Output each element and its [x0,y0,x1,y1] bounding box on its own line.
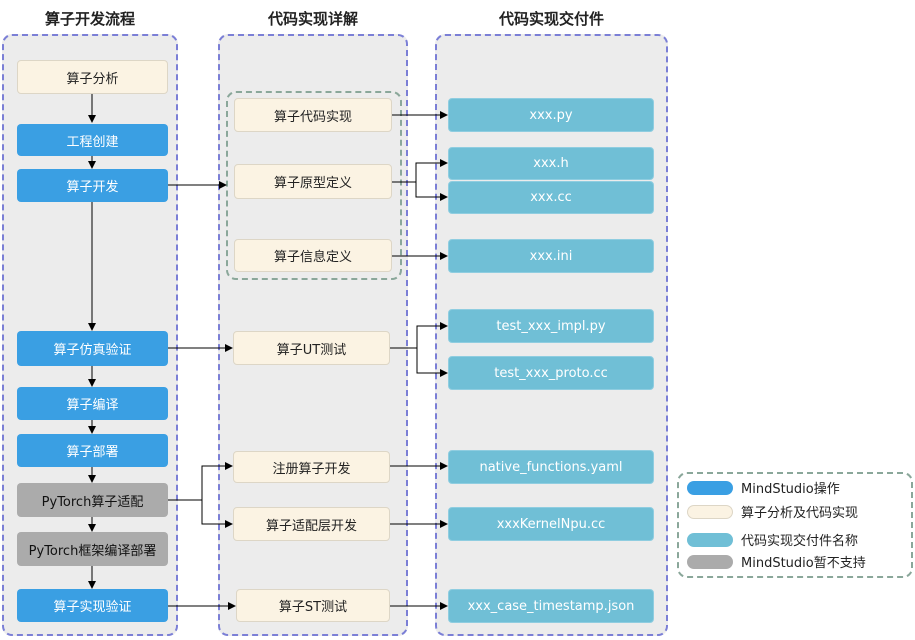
legend-label: MindStudio操作 [741,482,840,497]
impl-ut-test: 算子UT测试 [233,331,390,365]
impl-group [226,91,402,280]
step-analysis: 算子分析 [17,60,168,94]
step-impl-verify: 算子实现验证 [17,589,168,622]
legend-swatch-cream [687,504,733,519]
step-pytorch-adapt: PyTorch算子适配 [17,483,168,517]
file-ini: xxx.ini [448,239,654,273]
legend-swatch-teal [687,532,733,547]
step-project-create: 工程创建 [17,124,168,156]
impl-adapter-dev: 算子适配层开发 [233,507,390,541]
file-yaml: native_functions.yaml [448,450,654,484]
file-proto-test: test_xxx_proto.cc [448,356,654,390]
file-json: xxx_case_timestamp.json [448,589,654,623]
step-pytorch-build-deploy: PyTorch框架编译部署 [17,532,168,566]
column-title-deliverables: 代码实现交付件 [498,10,604,28]
step-deploy: 算子部署 [17,434,168,467]
legend: MindStudio操作 算子分析及代码实现 代码实现交付件名称 MindStu… [677,472,913,578]
step-compile: 算子编译 [17,387,168,420]
legend-swatch-gray [687,554,733,569]
legend-label: 代码实现交付件名称 [741,534,859,549]
legend-item-unsupported: MindStudio暂不支持 [687,552,866,571]
legend-item-deliverable-name: 代码实现交付件名称 [687,530,858,549]
legend-item-mindstudio-op: MindStudio操作 [687,478,840,497]
file-npu: xxxKernelNpu.cc [448,507,654,541]
column-title-impl-detail: 代码实现详解 [267,10,358,28]
legend-label: MindStudio暂不支持 [741,556,866,571]
file-h: xxx.h [448,147,654,180]
step-simulation-verify: 算子仿真验证 [17,331,168,366]
file-py: xxx.py [448,98,654,132]
impl-info-def: 算子信息定义 [234,239,392,272]
impl-code: 算子代码实现 [234,98,392,132]
legend-label: 算子分析及代码实现 [741,506,859,521]
column-title-dev-flow: 算子开发流程 [44,10,135,28]
impl-register-dev: 注册算子开发 [233,451,390,483]
legend-item-analysis-impl: 算子分析及代码实现 [687,502,858,521]
impl-st-test: 算子ST测试 [236,589,390,622]
legend-swatch-blue [687,480,733,495]
impl-prototype-def: 算子原型定义 [234,164,392,199]
file-cc: xxx.cc [448,181,654,214]
file-impl-test: test_xxx_impl.py [448,309,654,343]
step-develop: 算子开发 [17,169,168,202]
